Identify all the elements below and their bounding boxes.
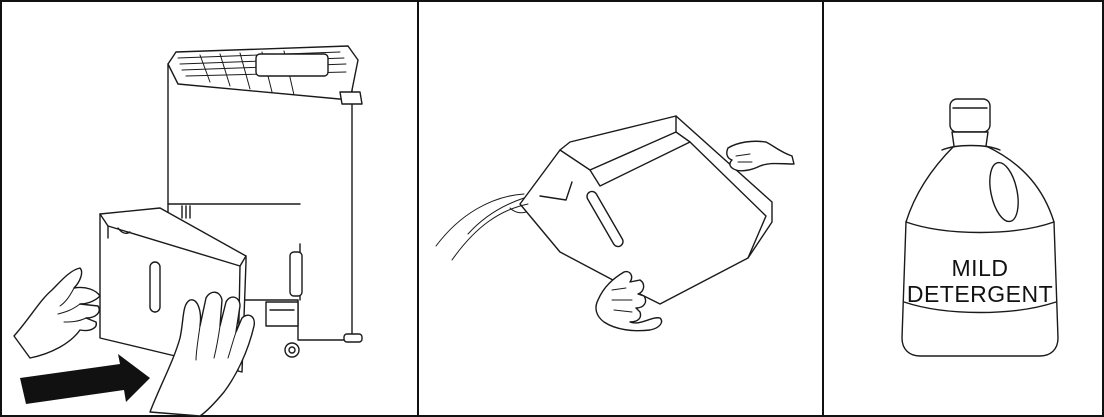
- panel-remove-tank: [14, 46, 362, 416]
- pull-direction-arrow-icon: [20, 354, 150, 404]
- bottle-cap: [950, 99, 990, 132]
- top-hand-icon: [727, 141, 794, 171]
- bottle-label-line2: DETERGENT: [907, 281, 1053, 307]
- panel-empty-tank: [436, 116, 794, 331]
- water-stream-icon: [436, 194, 528, 260]
- left-hand-icon: [14, 268, 100, 358]
- bottle-label-line1: MILD: [952, 255, 1009, 281]
- detergent-bottle-icon: [902, 99, 1058, 356]
- panel-clean-tank: MILD DETERGENT: [902, 99, 1058, 356]
